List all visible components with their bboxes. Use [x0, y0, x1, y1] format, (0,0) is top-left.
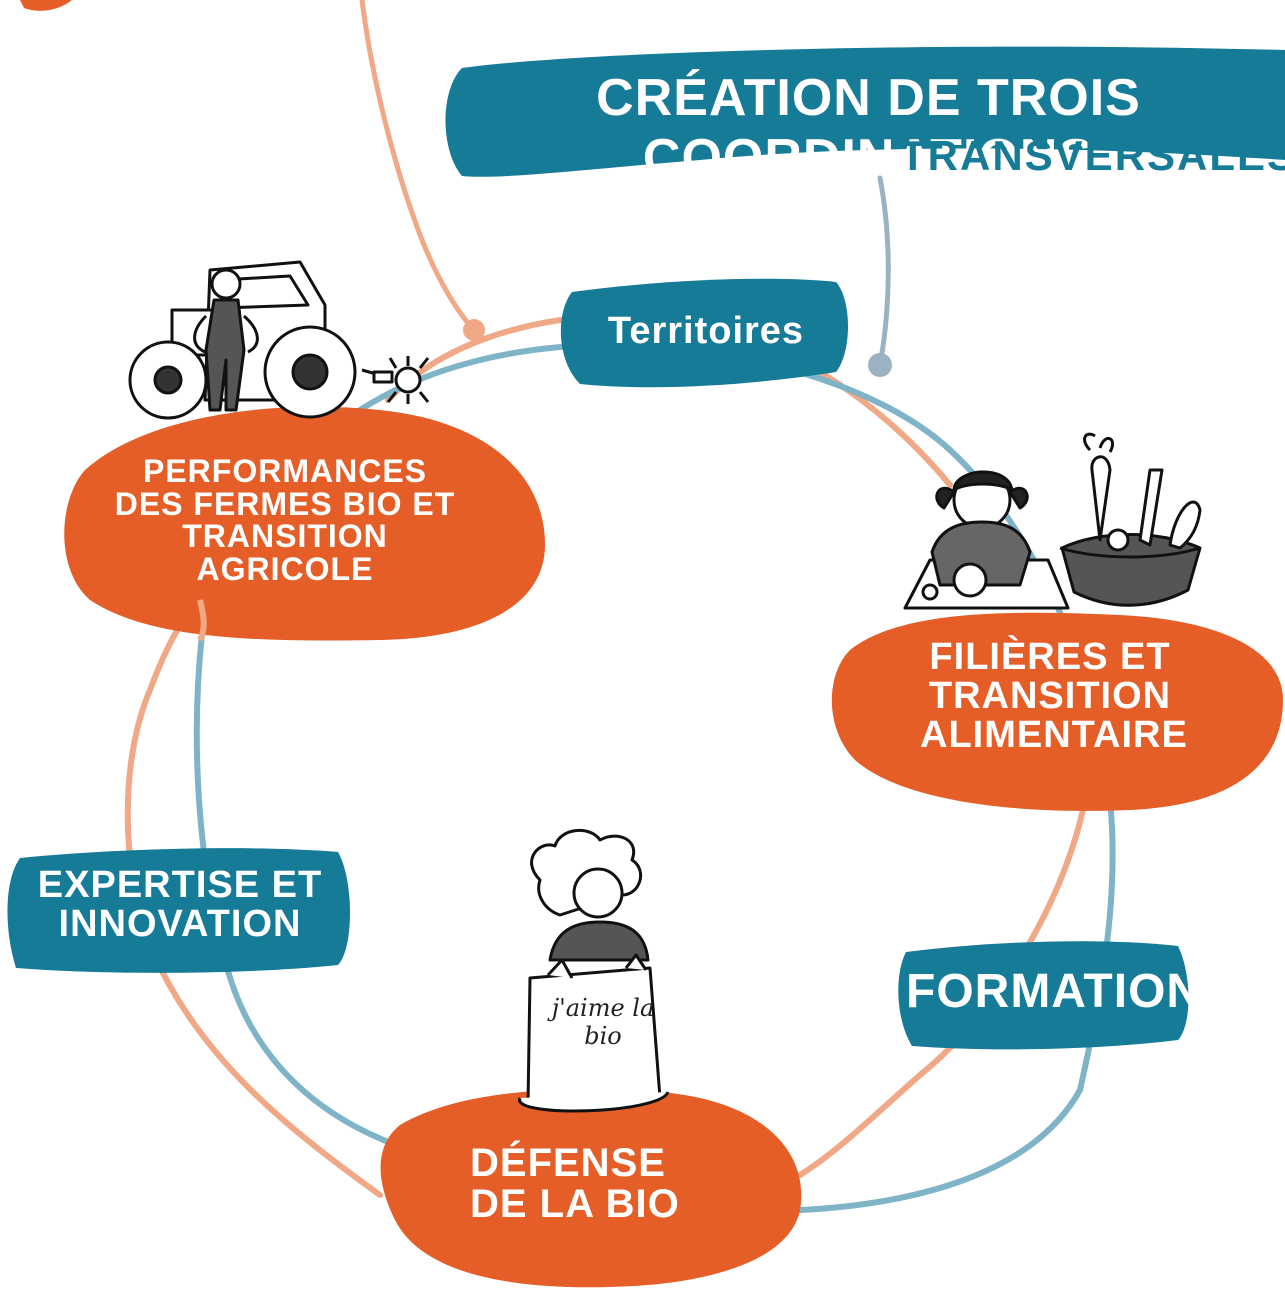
coordination-formation: Formation — [906, 965, 1203, 1018]
defense-blob — [380, 1089, 802, 1288]
theme-defense: Défense de la bio — [470, 1141, 680, 1226]
connector-line-top — [359, 0, 477, 333]
theme-performances: Performances des fermes bio et transitio… — [114, 453, 456, 587]
connector-line-left — [197, 599, 207, 642]
title-main: Création de trois coordinations — [596, 69, 1141, 187]
corner-blob — [20, 0, 72, 11]
performances-blob — [64, 406, 545, 641]
tractor-illustration — [128, 260, 430, 420]
filieres-blob — [831, 612, 1283, 811]
title-banner — [445, 46, 1285, 177]
sign-text: j'aime la bio — [551, 994, 655, 1050]
territoires-banner — [560, 278, 848, 388]
coordination-expertise: Expertise et innovation — [37, 864, 323, 945]
theme-filieres: Filières et transition alimentaire — [920, 636, 1188, 756]
coordination-territoires: Territoires — [607, 310, 805, 352]
woman-sign-illustration — [518, 828, 670, 1113]
girl-basket-illustration — [903, 432, 1202, 610]
formation-banner — [898, 941, 1189, 1050]
connector-line-title — [877, 175, 891, 368]
expertise-banner — [7, 848, 350, 973]
connector-dot-title — [868, 353, 892, 377]
title-sub: transversales — [900, 132, 1285, 179]
connector-dot-top — [463, 319, 485, 341]
